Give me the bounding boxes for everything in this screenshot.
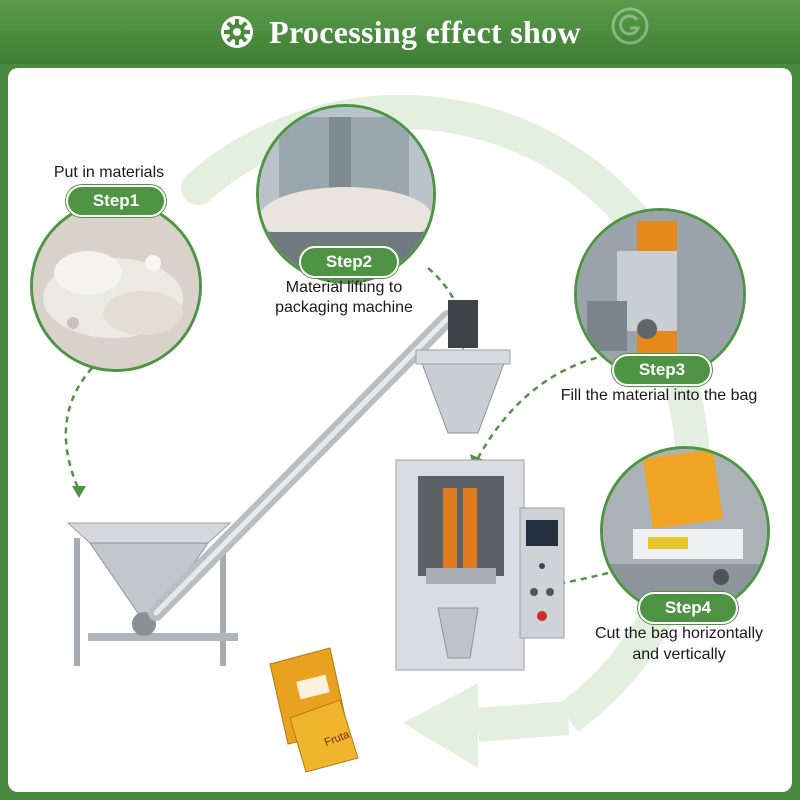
step3-photo — [574, 208, 746, 380]
step2-caption-line1: Material lifting to — [285, 279, 403, 296]
page-title: Processing effect show — [269, 13, 581, 50]
step3-badge: Step3 — [612, 354, 712, 386]
powder-photo-icon — [33, 203, 199, 369]
gear-icon — [221, 16, 254, 48]
step4-caption-line2: and vertically — [632, 646, 726, 663]
step2-photo — [256, 104, 436, 284]
step3-caption: Fill the material into the bag — [560, 387, 758, 404]
hopper-photo-icon — [259, 107, 433, 281]
step1-photo — [30, 200, 202, 372]
process-panel: Fruta Put in materials Step1 Step2 Mater… — [8, 68, 792, 792]
step1-caption: Put in materials — [53, 164, 165, 181]
packaging-machine-illustration: Fruta — [66, 300, 565, 773]
step4-badge: Step4 — [638, 592, 738, 624]
filling-photo-icon — [577, 211, 743, 377]
watermark-logo-icon — [611, 7, 649, 45]
step1-badge: Step1 — [66, 185, 166, 217]
step2-caption-line2: packaging machine — [275, 299, 413, 316]
header-banner: Processing effect show — [0, 0, 800, 64]
step4-caption-line1: Cut the bag horizontally — [594, 625, 764, 642]
cutting-photo-icon — [603, 449, 767, 613]
product-bags — [269, 647, 359, 773]
step4-photo — [600, 446, 770, 616]
step2-badge: Step2 — [299, 246, 399, 278]
